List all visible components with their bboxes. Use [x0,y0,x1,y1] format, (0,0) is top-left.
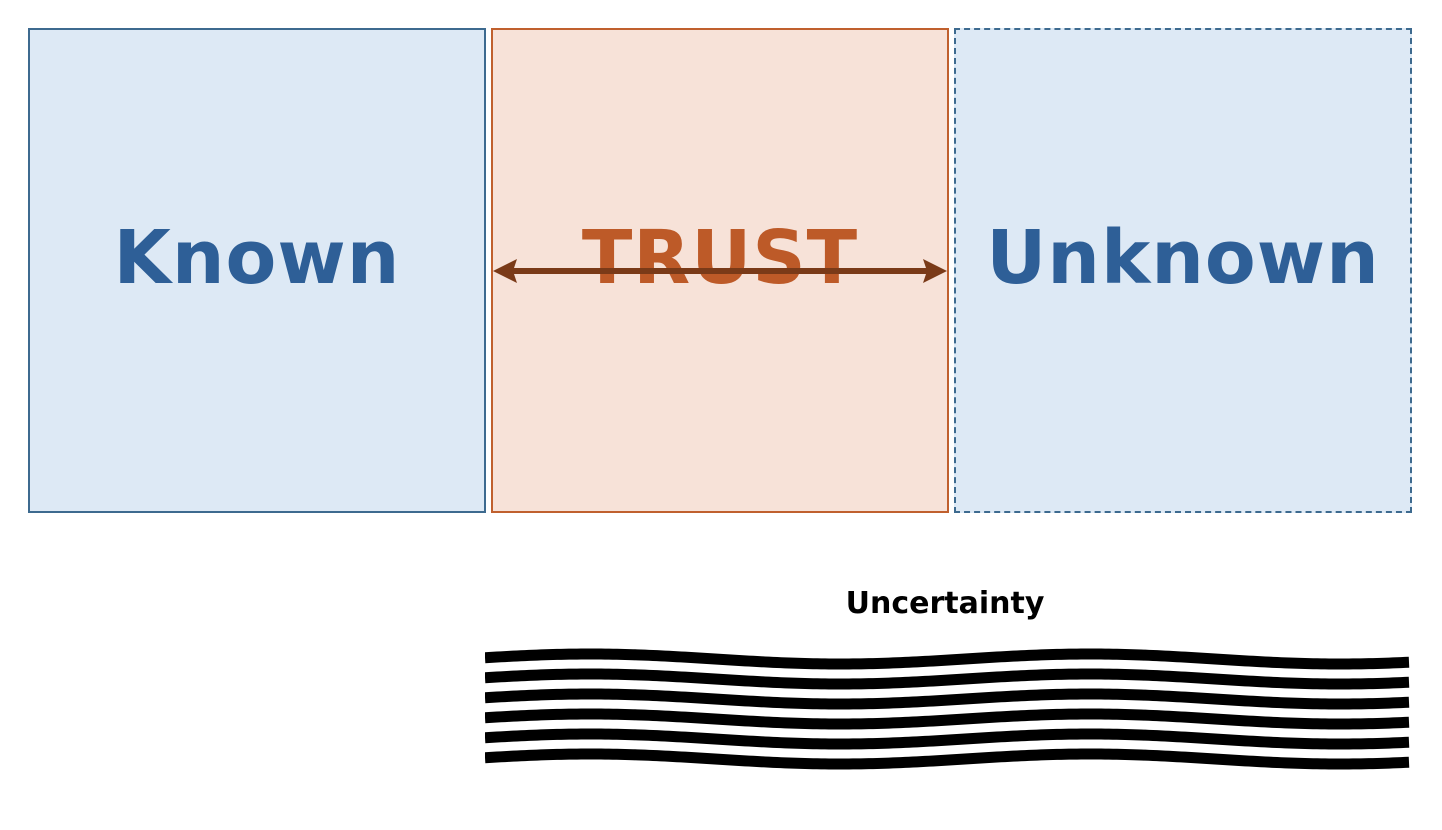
wave-band [485,708,1410,730]
trust-label: TRUST [581,214,859,301]
wave-band [485,648,1410,670]
arrow-head-left [493,259,517,283]
double-arrow-icon [493,259,947,283]
unknown-box: Unknown [954,28,1412,513]
wave-band [485,728,1410,750]
known-label: Known [113,214,401,301]
arrow-head-right [923,259,947,283]
uncertainty-waves [485,648,1410,770]
wave-band [485,688,1410,710]
unknown-label: Unknown [986,214,1380,301]
uncertainty-title: Uncertainty [845,586,1045,621]
wave-band [485,748,1410,770]
known-box: Known [28,28,486,513]
wave-band [485,668,1410,690]
